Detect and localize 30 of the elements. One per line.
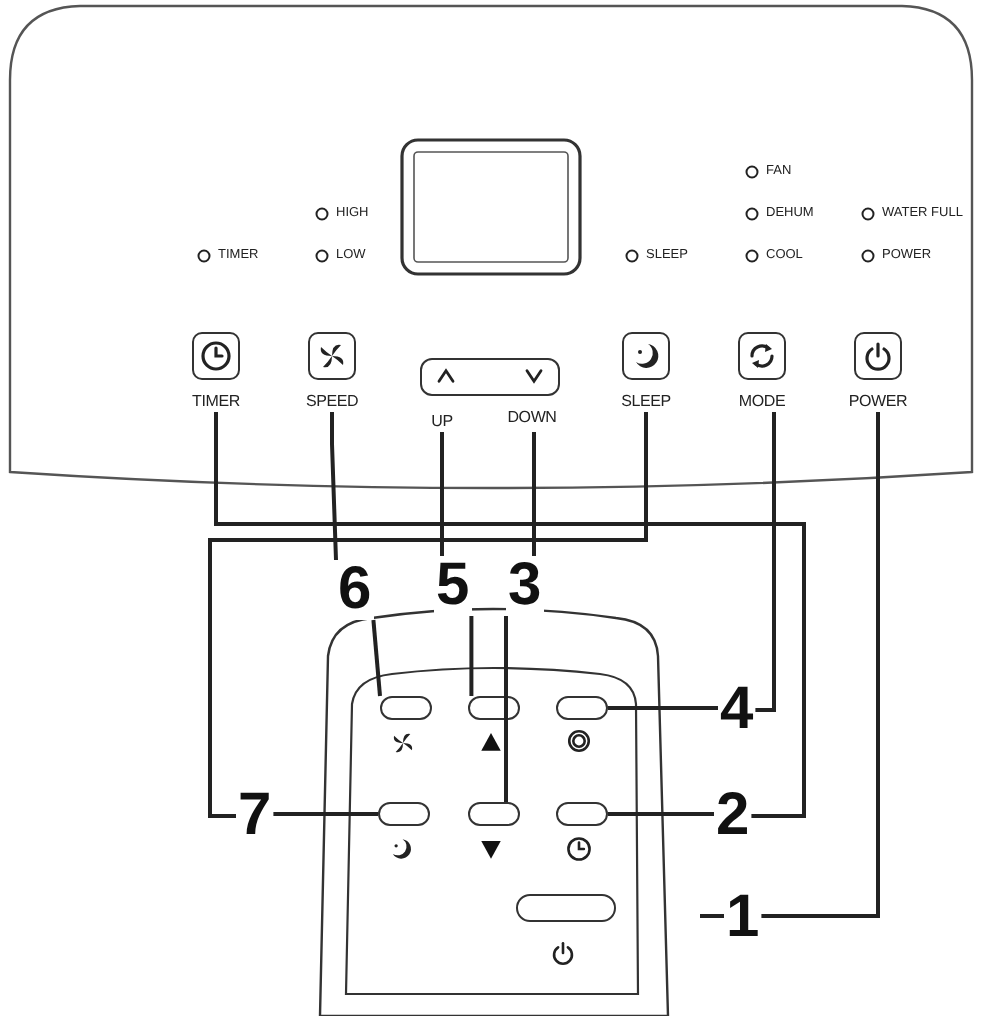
- leader-line: [755, 412, 776, 712]
- leader-line: [440, 432, 444, 556]
- leader-line: [608, 706, 718, 710]
- leader-line: [214, 412, 806, 818]
- button-label: POWER: [848, 392, 908, 412]
- leader-line: [761, 412, 880, 918]
- button-label: DOWN: [507, 408, 557, 428]
- leader-line: [504, 616, 508, 802]
- remote-button: [556, 802, 608, 826]
- remote-button: [378, 802, 430, 826]
- button-label: TIMER: [192, 392, 240, 412]
- callout-number: 6: [336, 560, 374, 620]
- button-label: MODE: [738, 392, 786, 412]
- leader-line: [371, 619, 382, 697]
- leader-line: [700, 914, 724, 918]
- leader-line: [469, 616, 474, 696]
- remote-button: [516, 894, 616, 922]
- remote-button: [380, 696, 432, 720]
- leader-line: [208, 412, 648, 818]
- leader-line: [608, 812, 714, 816]
- remote-button: [468, 802, 520, 826]
- button-label: SPEED: [305, 392, 359, 412]
- leader-line: [532, 432, 536, 556]
- callout-number: 3: [506, 556, 544, 616]
- leader-line: [330, 412, 338, 561]
- remote-button: [556, 696, 608, 720]
- button-label: SLEEP: [621, 392, 671, 412]
- leader-line: [273, 812, 378, 816]
- button-label: UP: [431, 412, 453, 432]
- callout-number: 5: [434, 556, 472, 616]
